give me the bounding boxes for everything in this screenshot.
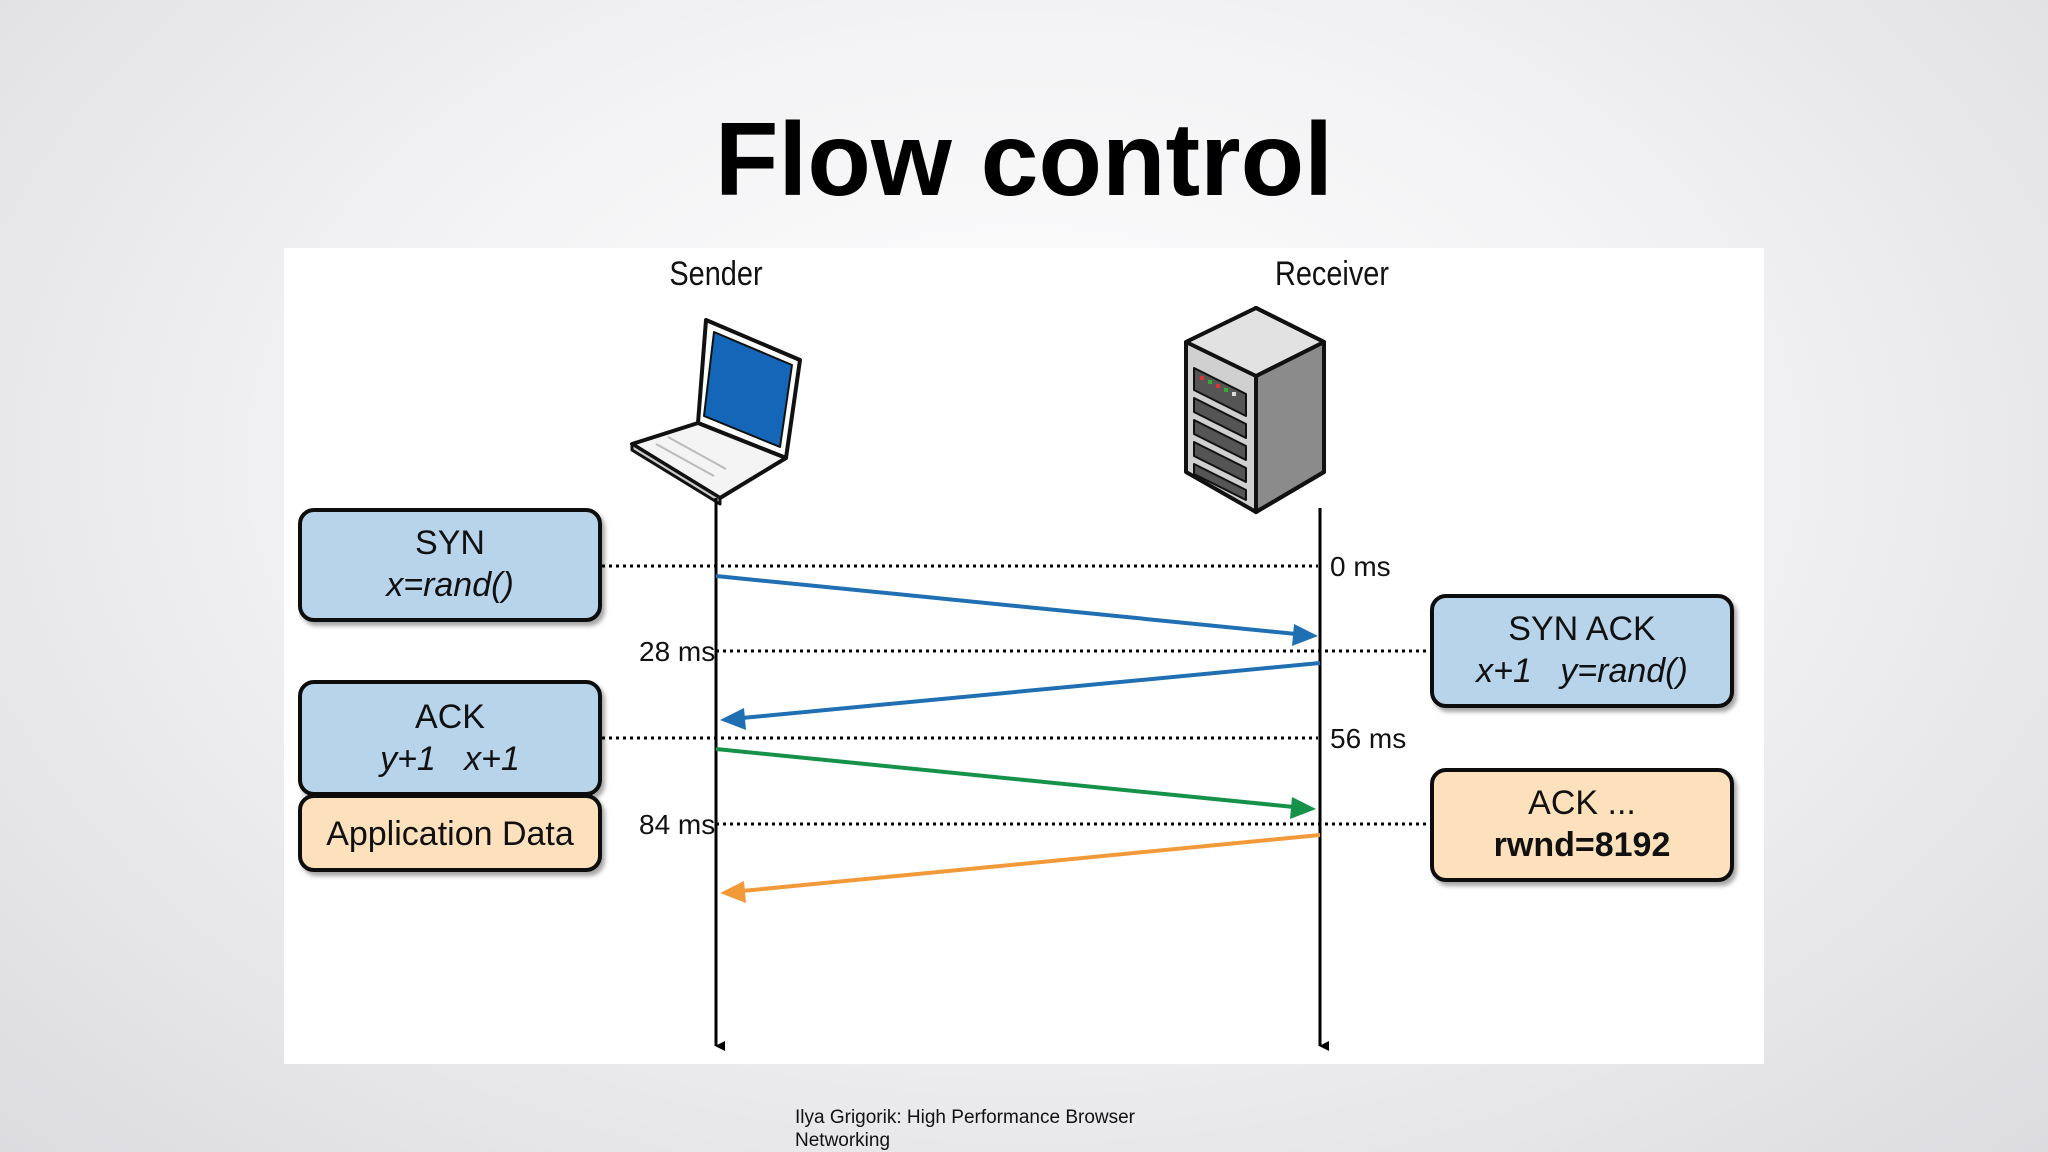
laptop-icon — [630, 318, 802, 506]
timestamp-28ms: 28 ms — [639, 636, 715, 667]
slide-title: Flow control — [714, 102, 1334, 218]
syn-box — [298, 508, 602, 622]
ack-box-title: ACK — [415, 698, 485, 736]
ack-arrow — [715, 747, 1295, 809]
ack-rwnd-box-value: rwnd=8192 — [1494, 826, 1671, 864]
synack-arrow — [741, 661, 1321, 720]
timestamp-84ms: 84 ms — [639, 809, 715, 840]
diagram-canvas: Sender Receiver — [298, 254, 1734, 1051]
receiver-label: Receiver — [1275, 254, 1389, 293]
appdata-box — [298, 794, 602, 872]
source-caption: Ilya Grigorik: High Performance Browser … — [795, 1107, 1135, 1151]
ack-box-value: y+1 x+1 — [378, 740, 520, 778]
appdata-box-label: Application Data — [326, 815, 574, 853]
synack-box-title: SYN ACK — [1508, 610, 1656, 648]
timestamp-0ms: 0 ms — [1330, 551, 1391, 582]
sender-label: Sender — [669, 254, 762, 293]
synack-box-value: x+1 y=rand() — [1474, 652, 1688, 690]
syn-box-title: SYN — [415, 524, 485, 562]
timestamp-56ms: 56 ms — [1330, 723, 1406, 754]
server-icon — [1184, 306, 1326, 514]
ack-rwnd-box-title: ACK ... — [1528, 784, 1636, 822]
tcp-handshake-diagram: Sender Receiver — [284, 248, 1764, 1064]
syn-arrow — [715, 574, 1297, 636]
syn-box-value: x=rand() — [384, 566, 514, 604]
ack-rwnd-arrow — [741, 833, 1321, 893]
synack-box — [1430, 594, 1734, 708]
ack-rwnd-box — [1430, 768, 1734, 882]
